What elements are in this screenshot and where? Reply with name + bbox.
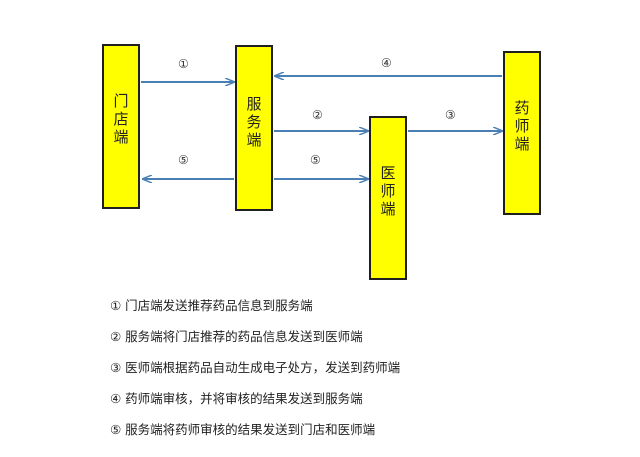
service-char-2: 务 [246, 113, 262, 131]
arrow-5-store-label: ⑤ [178, 153, 189, 167]
service-char-3: 端 [246, 131, 262, 149]
pharmacist-char-2: 师 [514, 117, 530, 135]
service-char-1: 服 [246, 95, 262, 113]
pharmacist-char-1: 药 [514, 99, 530, 117]
doctor-char-2: 师 [380, 182, 396, 200]
arrow-2-label: ② [312, 108, 323, 122]
arrow-3-label: ③ [445, 108, 456, 122]
store-char-2: 店 [113, 110, 129, 128]
legend-item-2: ② 服务端将门店推荐的药品信息发送到医师端 [110, 329, 363, 344]
doctor-char-3: 端 [380, 200, 396, 218]
store-node: 门 店 端 [102, 44, 140, 209]
service-node: 服 务 端 [235, 45, 273, 211]
legend-item-4: ④ 药师端审核，并将审核的结果发送到服务端 [110, 391, 363, 406]
pharmacist-node: 药 师 端 [503, 51, 541, 215]
doctor-node: 医 师 端 [369, 116, 407, 280]
arrow-4-label: ④ [381, 56, 392, 70]
legend-item-5: ⑤ 服务端将药师审核的结果发送到门店和医师端 [110, 422, 376, 437]
legend-item-3: ③ 医师端根据药品自动生成电子处方，发送到药师端 [110, 360, 401, 375]
pharmacist-char-3: 端 [514, 135, 530, 153]
store-char-3: 端 [113, 128, 129, 146]
arrow-5-doctor-label: ⑤ [310, 153, 321, 167]
legend-item-1: ① 门店端发送推荐药品信息到服务端 [110, 298, 313, 313]
arrow-1-label: ① [178, 57, 189, 71]
doctor-char-1: 医 [380, 164, 396, 182]
legend-list: ① 门店端发送推荐药品信息到服务端 ② 服务端将门店推荐的药品信息发送到医师端 … [110, 298, 400, 453]
store-char-1: 门 [113, 92, 129, 110]
